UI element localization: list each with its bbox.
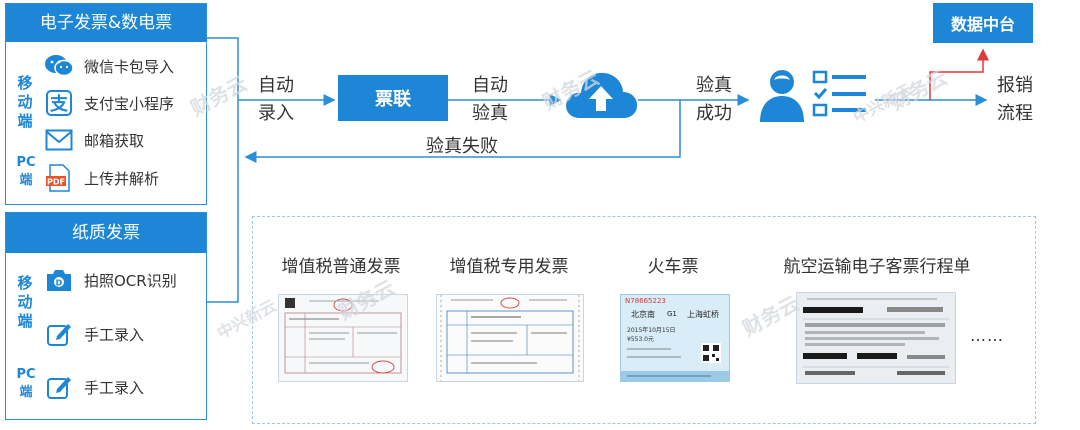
manual-entry-pc-item[interactable]: 手工录入	[44, 373, 144, 401]
pdf-upload-item[interactable]: PDF 上传并解析	[44, 164, 159, 192]
vat-normal-title: 增值税普通发票	[281, 257, 401, 277]
more-tickets-ellipsis: ……	[970, 326, 1004, 345]
pdf-upload-label: 上传并解析	[84, 169, 160, 188]
auto-entry-line1: 自动	[258, 75, 294, 96]
auto-verify-line2: 验真	[472, 103, 508, 124]
paper-invoice-panel: 纸质发票	[5, 212, 207, 420]
vat-special-invoice-image	[436, 294, 584, 382]
manual-entry-mobile-item[interactable]: 手工录入	[44, 320, 144, 348]
vat-special-title: 增值税专用发票	[449, 257, 569, 277]
train-ticket-image: N78665223 北京南 G1 上海虹桥 2015年10月15日 ¥553.0…	[620, 294, 730, 382]
vat-normal-invoice-image	[278, 294, 408, 382]
pdf-icon: PDF	[44, 164, 74, 192]
email-label: 邮箱获取	[84, 131, 145, 150]
auto-verify-line1: 自动	[472, 75, 508, 96]
electronic-mobile-label: 移动端	[17, 74, 33, 130]
wechat-icon	[44, 52, 74, 80]
user-checklist-icon	[760, 70, 866, 122]
train-ticket-no: N78665223	[625, 297, 666, 305]
edit-icon	[44, 373, 74, 401]
train-ticket-date: 2015年10月15日	[627, 327, 676, 334]
camera-icon: D	[44, 266, 74, 294]
ticket-stub-node[interactable]: 票联	[338, 75, 448, 121]
auto-entry-line2: 录入	[258, 103, 294, 124]
electronic-panel-title: 电子发票&数电票	[6, 4, 206, 42]
ocr-photo-label: 拍照OCR识别	[84, 271, 177, 290]
email-item[interactable]: 邮箱获取	[44, 126, 144, 154]
svg-text:支: 支	[49, 93, 69, 115]
svg-text:PDF: PDF	[47, 178, 65, 187]
train-ticket-to: 上海虹桥	[687, 310, 719, 319]
train-ticket-from: 北京南	[631, 310, 655, 319]
reimbursement-line2: 流程	[997, 103, 1033, 124]
wechat-import-label: 微信卡包导入	[84, 57, 175, 76]
wechat-import-item[interactable]: 微信卡包导入	[44, 52, 174, 80]
alipay-icon: 支	[44, 89, 74, 117]
train-ticket-train: G1	[667, 310, 677, 318]
electronic-pc-label: PC端	[16, 155, 36, 188]
svg-text:D: D	[56, 279, 63, 288]
auto-entry-label: 自动 录入	[258, 72, 294, 128]
alipay-label: 支付宝小程序	[84, 94, 175, 113]
manual-entry-mobile-label: 手工录入	[84, 325, 145, 344]
mail-icon	[44, 126, 74, 154]
edit-icon	[44, 320, 74, 348]
alipay-item[interactable]: 支 支付宝小程序	[44, 89, 174, 117]
reimbursement-line1: 报销	[997, 75, 1033, 96]
air-itinerary-title: 航空运输电子客票行程单	[783, 257, 971, 277]
data-center-node[interactable]: 数据中台	[933, 3, 1033, 43]
cloud-upload-icon	[566, 72, 638, 118]
verify-success-label: 验真 成功	[696, 72, 732, 128]
paper-mobile-label: 移动端	[17, 274, 33, 330]
auto-verify-label: 自动 验真	[472, 72, 508, 128]
paper-panel-title: 纸质发票	[6, 213, 206, 253]
ticket-examples-area	[252, 216, 1036, 424]
train-ticket-price: ¥553.0元	[627, 336, 654, 343]
train-ticket-title: 火车票	[647, 257, 699, 277]
ocr-photo-item[interactable]: D 拍照OCR识别	[44, 266, 177, 294]
electronic-invoice-panel: 电子发票&数电票	[5, 3, 207, 205]
reimbursement-flow-label: 报销 流程	[997, 72, 1033, 128]
air-itinerary-image	[796, 292, 956, 384]
paper-pc-label: PC端	[16, 367, 36, 400]
verify-success-line1: 验真	[696, 75, 732, 96]
manual-entry-pc-label: 手工录入	[84, 378, 145, 397]
verify-fail-label: 验真失败	[426, 136, 498, 157]
verify-success-line2: 成功	[696, 103, 732, 124]
